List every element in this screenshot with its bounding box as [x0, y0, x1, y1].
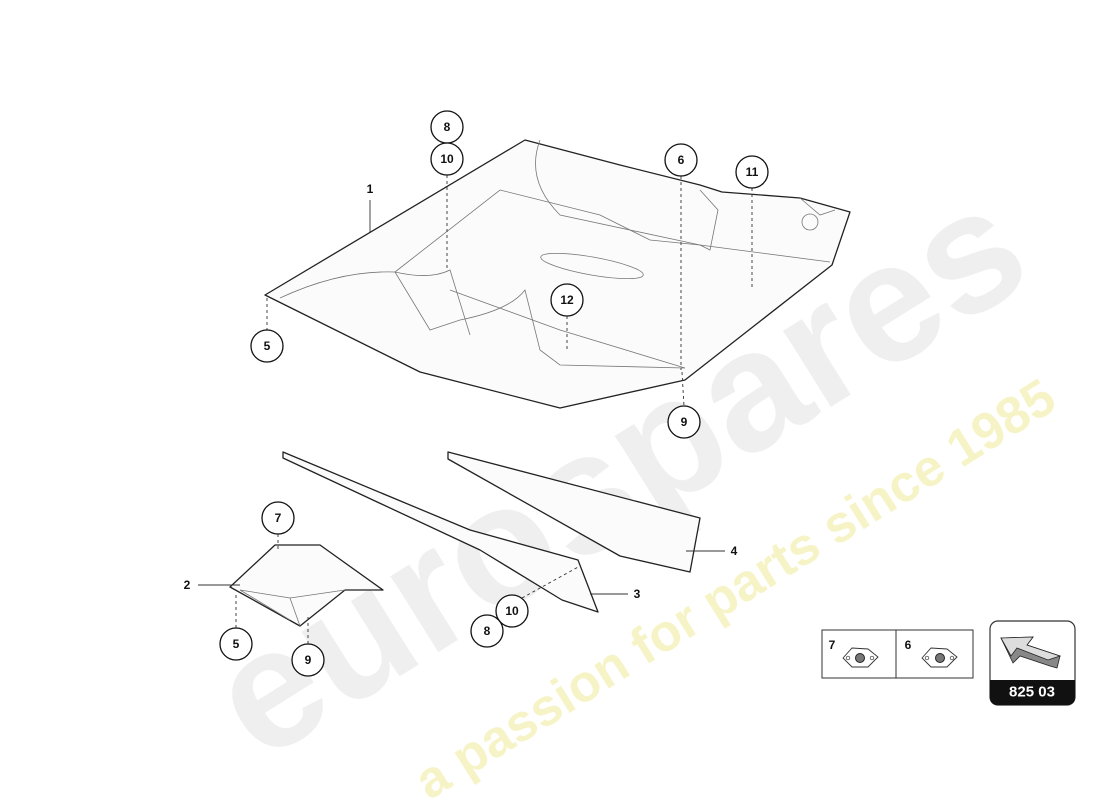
- callout-6-top[interactable]: 6: [664, 143, 698, 177]
- arrow-3d-icon: [1000, 636, 1062, 669]
- bracket-2[interactable]: [229, 544, 384, 627]
- callout-10-strip[interactable]: 10: [495, 594, 529, 628]
- svg-text:5: 5: [233, 637, 240, 651]
- svg-text:6: 6: [905, 638, 912, 652]
- side-strip-4[interactable]: [447, 451, 701, 573]
- svg-text:9: 9: [305, 653, 312, 667]
- svg-text:8: 8: [484, 624, 491, 638]
- svg-text:6: 6: [678, 153, 685, 167]
- callout-5-bracket[interactable]: 5: [219, 627, 253, 661]
- main-underbody-panel[interactable]: [264, 139, 851, 409]
- nut-plate-icon: [921, 647, 958, 668]
- callout-11[interactable]: 11: [735, 155, 769, 189]
- label-2: 2: [184, 578, 191, 592]
- callout-12[interactable]: 12: [550, 283, 584, 317]
- callout-9-bracket[interactable]: 9: [291, 643, 325, 677]
- diagram-code: 825 03: [1009, 684, 1055, 701]
- svg-text:5: 5: [264, 339, 271, 353]
- svg-text:7: 7: [829, 638, 836, 652]
- svg-text:9: 9: [681, 415, 688, 429]
- legend-item-7: 7: [821, 629, 897, 679]
- svg-text:10: 10: [440, 152, 454, 166]
- svg-text:11: 11: [746, 165, 759, 179]
- svg-text:12: 12: [560, 293, 574, 307]
- callout-8-strip[interactable]: 8: [470, 614, 504, 648]
- svg-text:7: 7: [275, 511, 282, 525]
- svg-text:10: 10: [505, 604, 519, 618]
- nut-plate-icon: [842, 647, 879, 668]
- legend-item-6: 6: [895, 629, 974, 679]
- side-strip-3[interactable]: [282, 451, 599, 613]
- callout-9-main[interactable]: 9: [667, 405, 701, 439]
- label-3: 3: [634, 587, 641, 601]
- callout-8-top[interactable]: 8: [430, 110, 464, 144]
- leader-lines: [198, 175, 753, 644]
- callout-10-top[interactable]: 10: [430, 142, 464, 176]
- label-4: 4: [731, 544, 738, 558]
- callout-5-left[interactable]: 5: [250, 329, 284, 363]
- diagram-code-badge: 825 03: [989, 620, 1076, 706]
- svg-text:8: 8: [444, 120, 451, 134]
- callout-7-bracket[interactable]: 7: [261, 501, 295, 535]
- label-1: 1: [367, 182, 374, 196]
